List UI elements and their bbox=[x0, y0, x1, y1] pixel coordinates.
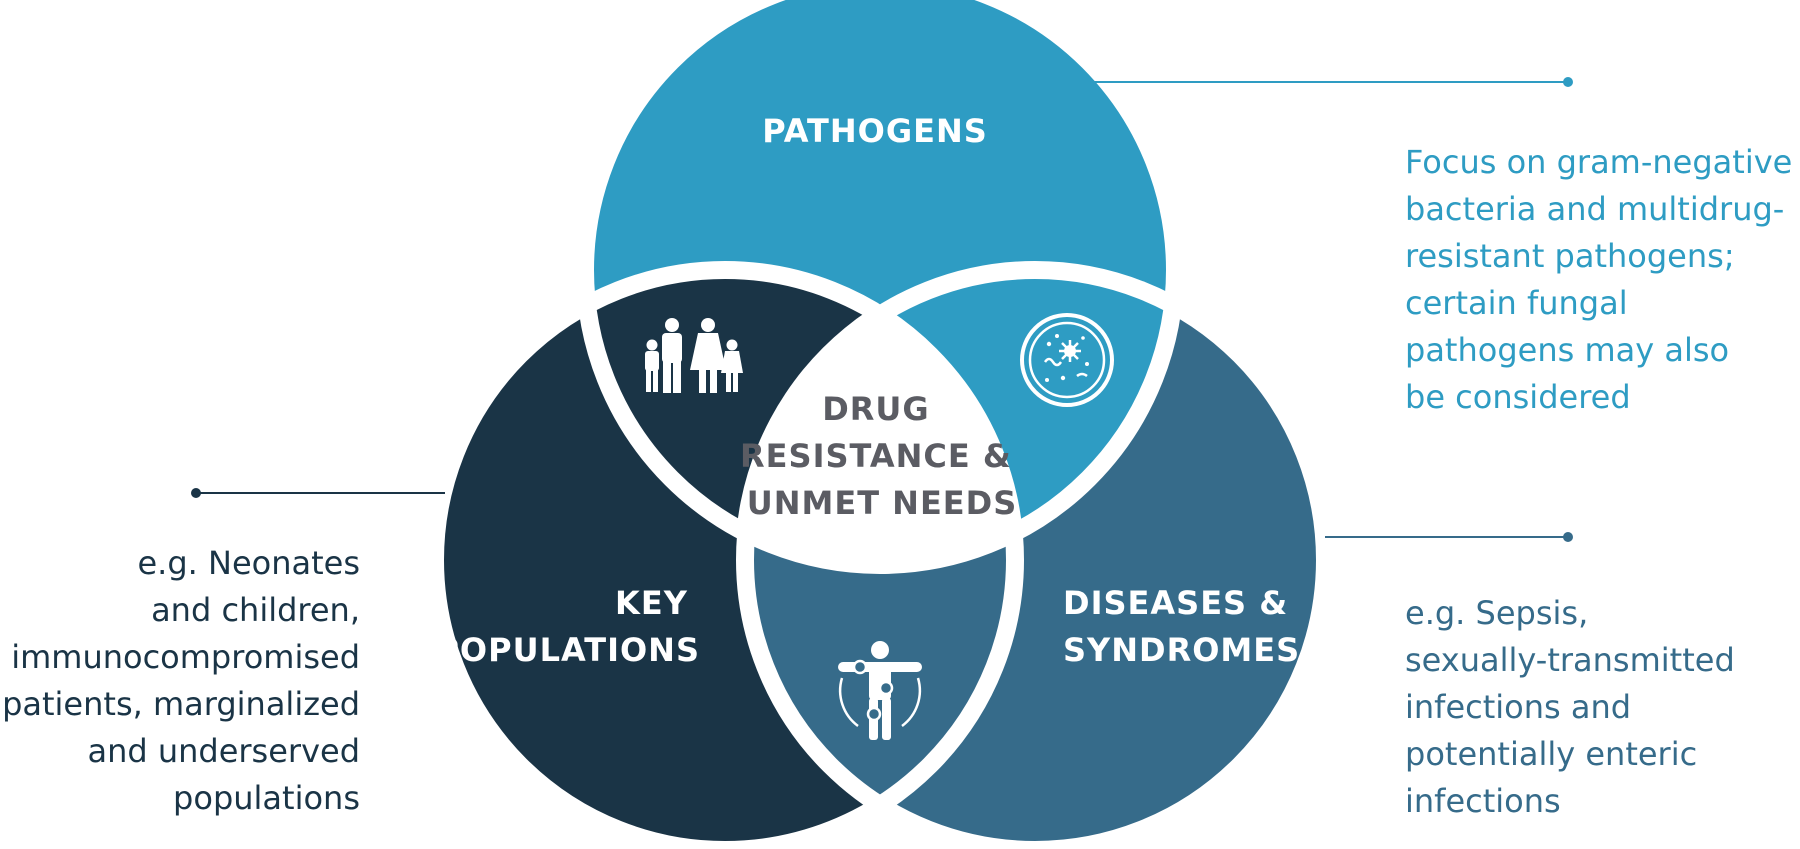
pathogens-label: PATHOGENS bbox=[762, 112, 988, 150]
description-line: e.g. Neonates bbox=[137, 544, 360, 582]
description-line: pathogens may also bbox=[1405, 331, 1730, 369]
center-label: DRUG RESISTANCE & UNMET NEEDS bbox=[740, 390, 1024, 522]
center-region bbox=[735, 270, 1015, 565]
description-line: immunocompromised bbox=[11, 638, 360, 676]
description-line: bacteria and multidrug- bbox=[1405, 190, 1785, 228]
description-line: certain fungal bbox=[1405, 284, 1628, 322]
key-populations-ring bbox=[426, 261, 1024, 849]
pathogens-description: Focus on gram-negative bacteria and mult… bbox=[1405, 139, 1792, 421]
description-line: be considered bbox=[1405, 378, 1631, 416]
patient-joints-icon bbox=[838, 641, 922, 740]
description-line: and children, bbox=[151, 591, 360, 629]
description-line: infections bbox=[1405, 782, 1561, 820]
connector-diseases bbox=[1325, 532, 1573, 542]
family-icon bbox=[645, 318, 743, 393]
description-line: e.g. Sepsis, bbox=[1405, 594, 1589, 632]
diseases-description: e.g. Sepsis, sexually-transmitted infect… bbox=[1405, 590, 1735, 825]
petri-dish-icon bbox=[1020, 313, 1114, 407]
description-line: patients, marginalized bbox=[2, 685, 360, 723]
description-line: and underserved bbox=[87, 732, 360, 770]
description-line: potentially enteric bbox=[1405, 735, 1698, 773]
connector-key-populations bbox=[191, 488, 445, 498]
description-line: populations bbox=[173, 779, 360, 817]
key-populations-description: e.g. Neonates and children, immunocompro… bbox=[2, 540, 360, 822]
description-line: Focus on gram-negative bbox=[1405, 143, 1793, 181]
connector-pathogens bbox=[1085, 77, 1573, 87]
description-line: infections and bbox=[1405, 688, 1632, 726]
diseases-ring bbox=[736, 261, 1334, 849]
description-line: resistant pathogens; bbox=[1405, 237, 1735, 275]
description-line: sexually-transmitted bbox=[1405, 641, 1735, 679]
key-populations-label: KEY POPULATIONS bbox=[435, 584, 700, 669]
diseases-label: DISEASES & SYNDROMES bbox=[1063, 584, 1300, 669]
